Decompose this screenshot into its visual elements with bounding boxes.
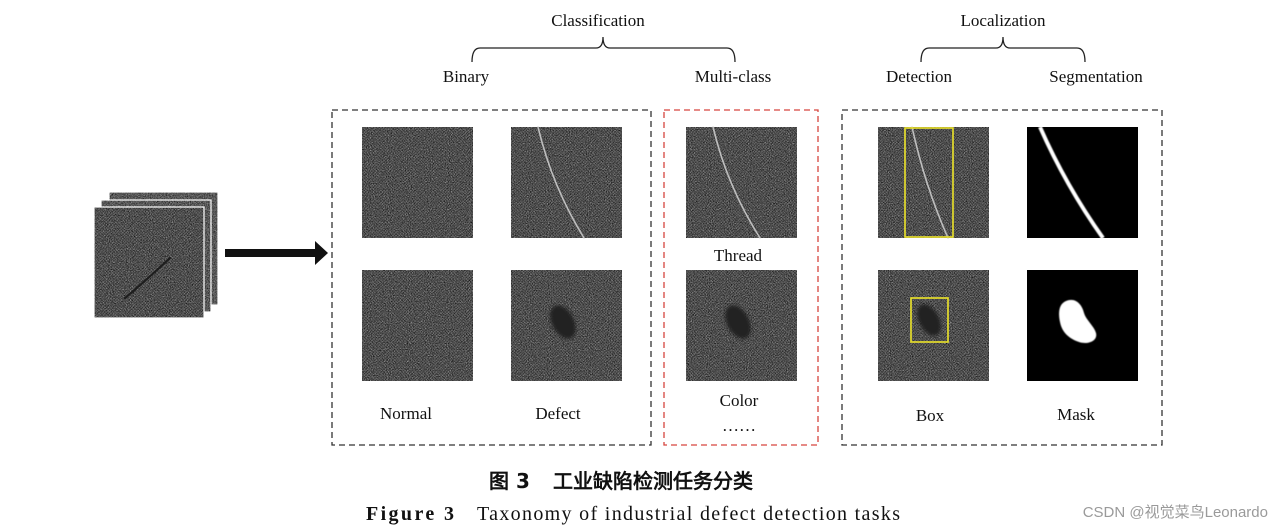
arrow-shaft <box>225 249 317 257</box>
thread-mask-foreground <box>1038 126 1105 240</box>
caption-cn-label: 图 3 <box>489 469 530 493</box>
input-image-front-border <box>93 206 205 319</box>
box-label: Box <box>916 406 945 425</box>
localization-box <box>841 109 1163 446</box>
detection-thread-defect <box>911 126 949 239</box>
input-image-front-weave <box>94 207 204 318</box>
arrow-head <box>315 241 328 265</box>
normal-label: Normal <box>380 404 432 423</box>
input-scratch-defect <box>123 256 172 300</box>
stain-bounding-box <box>910 297 949 343</box>
classification-title: Classification <box>551 11 645 30</box>
classification-brace <box>471 36 736 63</box>
input-image-stack <box>93 191 219 319</box>
caption-en-text: Taxonomy of industrial defect detection … <box>477 503 900 525</box>
segmentation-label: Segmentation <box>1049 67 1143 86</box>
normal-tile-top-weave <box>362 127 473 238</box>
csdn-watermark: CSDN @视觉菜鸟Leonardo <box>1083 504 1268 521</box>
multi-class-label: Multi-class <box>695 67 772 86</box>
detection-label: Detection <box>886 67 953 86</box>
binary-classification-box <box>331 109 652 446</box>
stain-defect <box>550 305 576 339</box>
detection-thread-tile-weave <box>878 127 989 238</box>
defect-thread-tile-weave <box>511 127 622 238</box>
multi-class-box <box>663 109 819 446</box>
localization-title: Localization <box>961 11 1046 30</box>
thread-label: Thread <box>714 246 763 265</box>
mask-label: Mask <box>1057 405 1095 424</box>
normal-tile-bottom-weave <box>362 270 473 381</box>
right-arrow-icon <box>225 241 328 265</box>
caption-cn-text: 工业缺陷检测任务分类 <box>553 469 753 493</box>
segmentation-thread-mask <box>1027 127 1138 238</box>
thread-bounding-box <box>904 127 954 238</box>
thread-defect <box>537 126 585 239</box>
multiclass-stain-defect <box>725 305 751 339</box>
caption-en-label: Figure 3 <box>366 503 454 525</box>
multiclass-thread-tile-weave <box>686 127 797 238</box>
color-label: Color <box>720 391 759 410</box>
detection-stain-defect <box>917 304 941 336</box>
multiclass-thread-defect <box>712 126 761 239</box>
more-classes-ellipsis: …… <box>722 416 756 435</box>
binary-label: Binary <box>443 67 490 86</box>
localization-brace <box>920 36 1086 63</box>
stain-mask-foreground <box>1059 299 1097 343</box>
defect-label: Defect <box>535 404 581 423</box>
